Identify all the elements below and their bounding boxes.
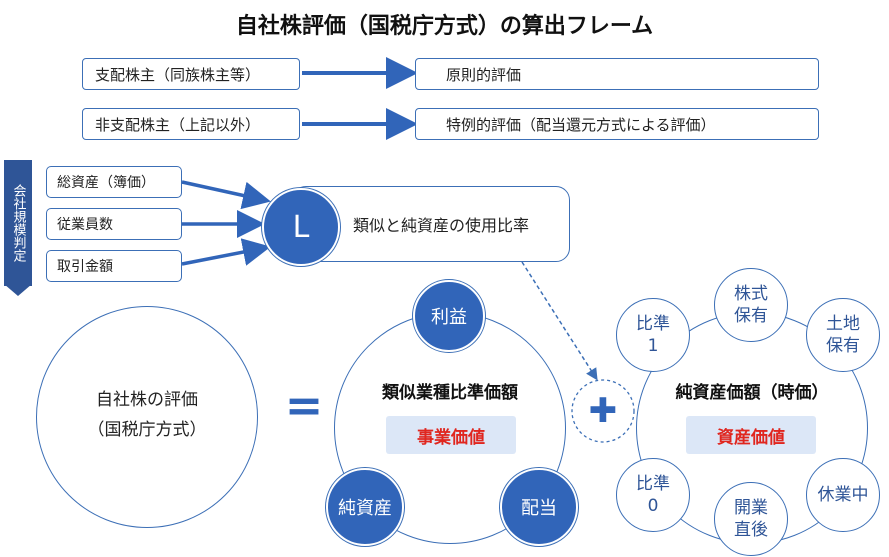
node-stock-holding-l1: 株式 — [734, 284, 768, 304]
node-just-opened: 開業直後 — [714, 482, 788, 556]
node-stock-holding-l2: 保有 — [734, 306, 768, 326]
node-stock-holding: 株式保有 — [714, 268, 788, 342]
page-title: 自社株評価（国税庁方式）の算出フレーム — [235, 14, 654, 39]
factor-total-assets: 総資産（簿価） — [46, 166, 182, 198]
row-2-left: 非支配株主（上記以外） — [82, 108, 300, 140]
own-stock-circle — [36, 306, 258, 528]
node-dividend: 配当 — [500, 468, 578, 546]
node-profit: 利益 — [413, 280, 485, 352]
node-hijun-0-l2: 0 — [647, 496, 659, 516]
factor-transactions: 取引金額 — [46, 250, 182, 282]
row-1-right: 原則的評価 — [415, 58, 819, 90]
arrow-dashed — [521, 261, 598, 381]
equals-sign: = — [284, 378, 324, 432]
ratio-text: 類似と純資産の使用比率 — [353, 216, 530, 235]
vertical-label-arrow — [4, 284, 32, 296]
node-net-assets: 純資産 — [326, 468, 404, 546]
factor-employees: 従業員数 — [46, 208, 182, 240]
node-hijun-0-l1: 比準 — [636, 474, 670, 494]
node-land-holding: 土地保有 — [806, 298, 880, 372]
node-just-opened-l2: 直後 — [734, 520, 768, 540]
node-land-holding-l2: 保有 — [826, 336, 860, 356]
node-hijun-1-l2: 1 — [647, 336, 659, 356]
comparable-industry-title: 類似業種比準価額 — [382, 383, 518, 403]
node-dormant-l1: 休業中 — [817, 485, 869, 505]
plus-sign: ✚ — [588, 391, 618, 431]
node-land-holding-l1: 土地 — [826, 314, 860, 334]
company-size-label: 会社規模判定 — [4, 160, 32, 286]
node-just-opened-l1: 開業 — [734, 498, 768, 518]
own-stock-line1: 自社株の評価 — [96, 390, 198, 410]
own-stock-text: 自社株の評価 （国税庁方式） — [36, 385, 258, 445]
asset-value-pill: 資産価値 — [686, 416, 816, 454]
own-stock-line2: （国税庁方式） — [87, 420, 207, 440]
row-1-left: 支配株主（同族株主等） — [82, 58, 300, 90]
L-badge: L — [262, 188, 340, 266]
row-2-right: 特例的評価（配当還元方式による評価） — [415, 108, 819, 140]
node-dormant: 休業中 — [806, 458, 880, 532]
plus-circle — [571, 379, 635, 443]
arrow-factor-1 — [181, 180, 271, 210]
arrow-factor-3 — [181, 238, 271, 266]
node-hijun-1-l1: 比準 — [636, 314, 670, 334]
net-asset-title: 純資産価額（時価） — [675, 383, 829, 403]
business-value-pill: 事業価値 — [386, 416, 516, 454]
